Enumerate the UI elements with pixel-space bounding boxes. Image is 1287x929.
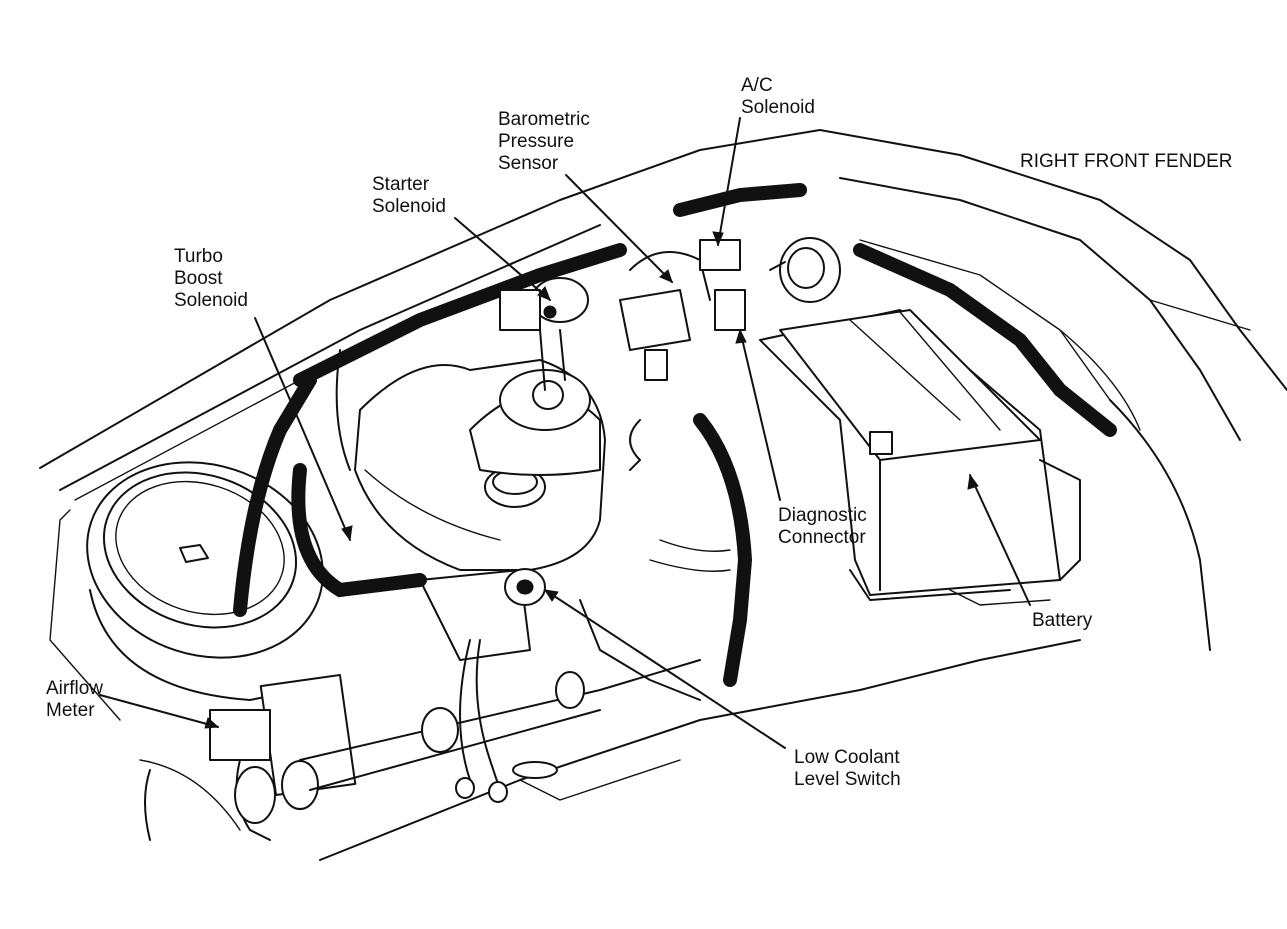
leader-ac-solenoid [717,117,741,246]
leader-low-coolant-switch [544,589,786,749]
battery [759,309,1061,601]
leader-starter-solenoid [454,217,551,301]
battery-tray [949,459,1081,606]
leader-diagnostic-connector [739,329,781,501]
label-battery: Battery [1032,610,1093,631]
label-starter-solenoid: Starter Solenoid [372,174,446,217]
coolant-reservoir [354,359,606,661]
leader-airflow-meter [99,694,219,728]
right-front-fender [1059,329,1211,651]
leader-turbo-boost-solenoid [254,317,351,541]
label-low-coolant-level-switch: Low Coolant Level Switch [794,747,901,790]
cowl-outline [39,129,1287,501]
air-cleaner [49,461,324,721]
label-barometric-pressure-sensor: Barometric Pressure Sensor [498,109,590,174]
label-diagnostic-connector: Diagnostic Connector [778,505,867,548]
intake-tube [299,659,701,791]
radiator-support [319,639,1081,861]
label-ac-solenoid: A/C Solenoid [741,75,815,118]
label-airflow-meter: Airflow Meter [46,678,104,721]
leader-barometric-sensor [565,174,673,283]
label-turbo-boost-solenoid: Turbo Boost Solenoid [174,246,248,311]
misc-wiring [335,349,731,803]
leader-battery [969,474,1031,606]
airflow-meter [139,673,357,841]
low-coolant-level-switch [504,568,546,606]
wiring-harness [233,183,1117,687]
label-right-front-fender: RIGHT FRONT FENDER [1020,151,1233,172]
leader-lines [99,117,1031,749]
sensor-cluster [619,237,841,381]
